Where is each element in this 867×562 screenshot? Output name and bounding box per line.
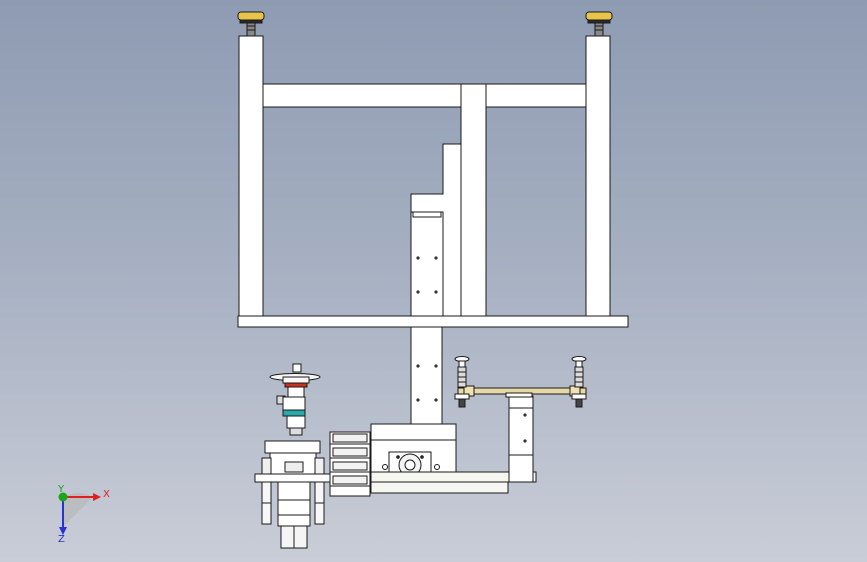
top-crossbar	[262, 83, 587, 108]
base-plate	[237, 315, 629, 328]
left-post	[238, 35, 264, 317]
coordinate-triad[interactable]: X Y Z	[57, 484, 110, 545]
right-post	[585, 35, 611, 317]
gearbox-housing	[370, 423, 457, 481]
suction-cup-icon	[454, 356, 470, 408]
x-axis-arrow-icon	[93, 493, 101, 501]
y-axis-label: Y	[57, 484, 65, 495]
leveling-foot-icon	[585, 11, 613, 37]
bolt-icon	[416, 256, 438, 402]
triad-shadow	[63, 492, 93, 527]
spring-block	[329, 431, 371, 497]
center-post	[460, 83, 487, 317]
x-axis-label: X	[103, 489, 110, 500]
y-axis-dot-icon	[58, 492, 68, 502]
suction-cup-icon	[571, 356, 587, 408]
z-axis-arrow-icon	[59, 527, 67, 535]
motor-icon	[254, 363, 331, 549]
z-axis-label: Z	[58, 534, 65, 545]
horizontal-arm	[370, 395, 537, 494]
leveling-foot-icon	[237, 11, 265, 37]
suction-bar	[457, 385, 587, 398]
